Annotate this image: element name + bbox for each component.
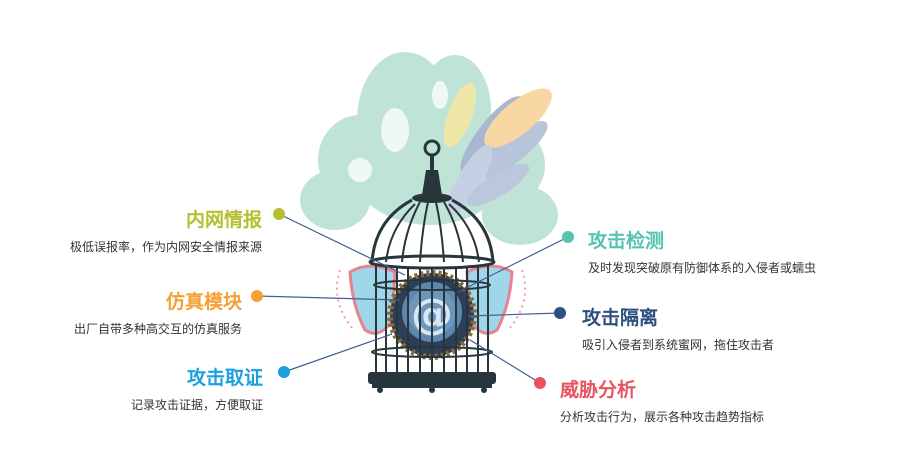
- feature-title: 攻击取证: [186, 367, 263, 389]
- feature-desc: 吸引入侵者到系统蜜网，拖住攻击者: [582, 338, 775, 352]
- connector-dot-attack-forensics: [278, 366, 290, 378]
- connector-dot-threat-analysis: [534, 377, 546, 389]
- connector-line-attack-isolation: [467, 312, 561, 317]
- connector-line-intranet-intel: [278, 213, 406, 276]
- feature-desc: 极低误报率，作为内网安全情报来源: [69, 240, 262, 254]
- feature-desc: 记录攻击证据，方便取证: [130, 398, 263, 412]
- feature-simulation-module: 仿真模块 出厂自带多种高交互的仿真服务: [74, 287, 242, 337]
- connector-dot-simulation-module: [251, 290, 263, 302]
- cage: [368, 139, 496, 393]
- feature-title: 攻击隔离: [582, 307, 659, 329]
- feature-desc: 及时发现突破原有防御体系的入侵者或蠕虫: [588, 261, 817, 275]
- feature-intranet-intel: 内网情报 极低误报率，作为内网安全情报来源: [70, 205, 262, 255]
- feature-desc: 分析攻击行为，展示各种攻击趋势指标: [560, 410, 765, 424]
- connector-dot-attack-detection: [562, 231, 574, 243]
- connector-line-attack-detection: [457, 236, 569, 293]
- feature-desc: 出厂自带多种高交互的仿真服务: [73, 322, 242, 336]
- connector-line-attack-forensics: [283, 333, 393, 373]
- feather-decoration: [443, 82, 552, 216]
- connector-dot-intranet-intel: [273, 208, 285, 220]
- connector-dot-attack-isolation: [554, 307, 566, 319]
- feature-attack-forensics: 攻击取证 记录攻击证据，方便取证: [131, 363, 263, 413]
- feature-title: 内网情报: [185, 209, 262, 231]
- connector-line-simulation-module: [256, 295, 401, 301]
- feature-threat-analysis: 威胁分析 分析攻击行为，展示各种攻击趋势指标: [560, 375, 764, 425]
- feature-attack-detection: 攻击检测 及时发现突破原有防御体系的入侵者或蠕虫: [588, 226, 816, 276]
- feature-attack-isolation: 攻击隔离 吸引入侵者到系统蜜网，拖住攻击者: [582, 303, 774, 353]
- feature-title: 威胁分析: [560, 379, 637, 401]
- feature-title: 攻击检测: [588, 230, 665, 252]
- connector-lines: [251, 208, 574, 389]
- connector-line-threat-analysis: [469, 339, 541, 384]
- feature-title: 仿真模块: [165, 291, 242, 313]
